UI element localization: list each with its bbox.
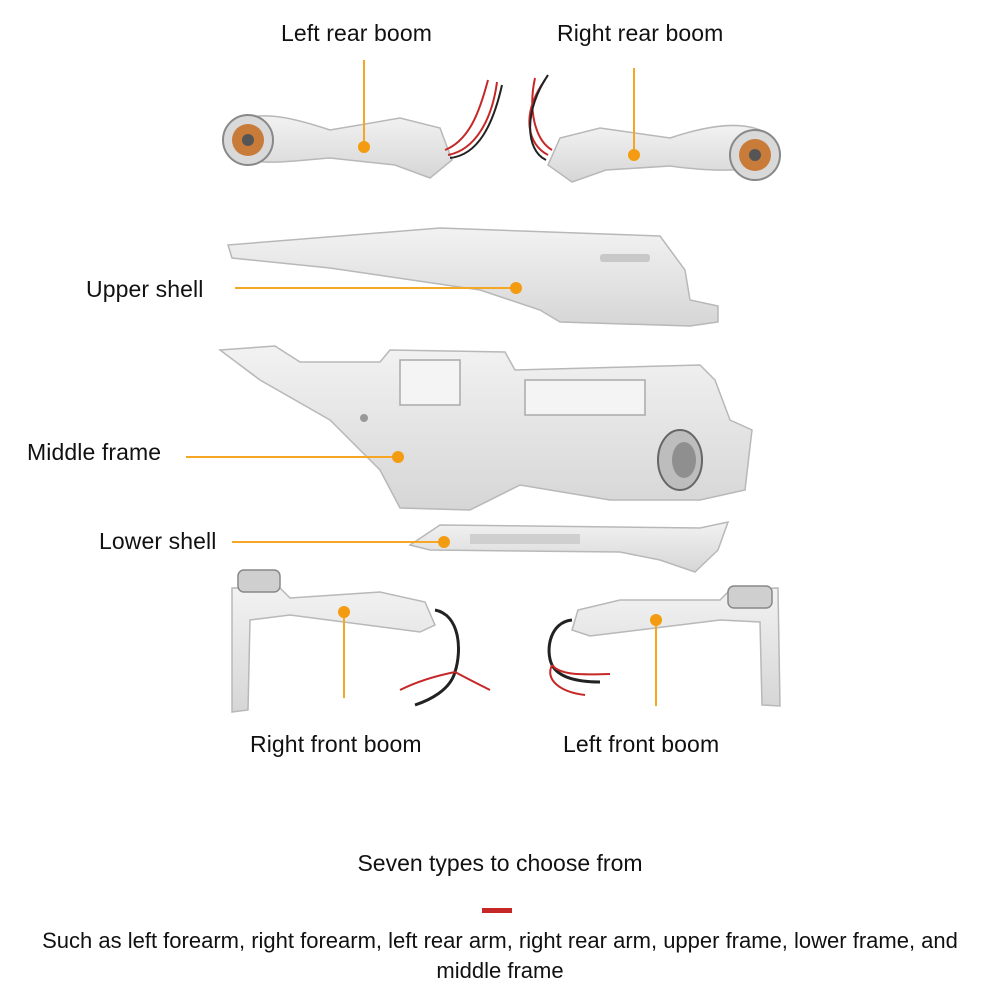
leader-lines — [186, 60, 657, 706]
left-rear-boom-part — [222, 79, 503, 179]
middle-frame-marker — [392, 451, 404, 463]
lower-shell-part — [408, 520, 730, 573]
marker-dots — [338, 141, 662, 626]
caption-title: Seven types to choose from — [357, 850, 643, 876]
caption-body: Such as left forearm, right forearm, lef… — [42, 928, 958, 983]
lower-shell-marker — [438, 536, 450, 548]
right-rear-boom-label: Right rear boom — [557, 20, 724, 46]
upper-shell-marker — [510, 282, 522, 294]
left-front-boom-marker — [650, 614, 662, 626]
caption-accent-dash — [482, 908, 512, 913]
left-front-boom-label: Left front boom — [563, 731, 720, 757]
right-rear-boom-part — [528, 74, 781, 183]
lower-shell-label: Lower shell — [99, 528, 217, 554]
left-front-boom-part — [547, 585, 781, 707]
right-front-boom-label: Right front boom — [250, 731, 422, 757]
right-front-boom-part — [231, 569, 491, 713]
upper-shell-label: Upper shell — [86, 276, 204, 302]
right-front-boom-marker — [338, 606, 350, 618]
middle-frame-part — [217, 345, 753, 511]
middle-frame-label: Middle frame — [27, 439, 162, 465]
left-rear-boom-label: Left rear boom — [281, 20, 432, 46]
right-rear-boom-marker — [628, 149, 640, 161]
left-rear-boom-marker — [358, 141, 370, 153]
upper-shell-part — [227, 227, 719, 327]
